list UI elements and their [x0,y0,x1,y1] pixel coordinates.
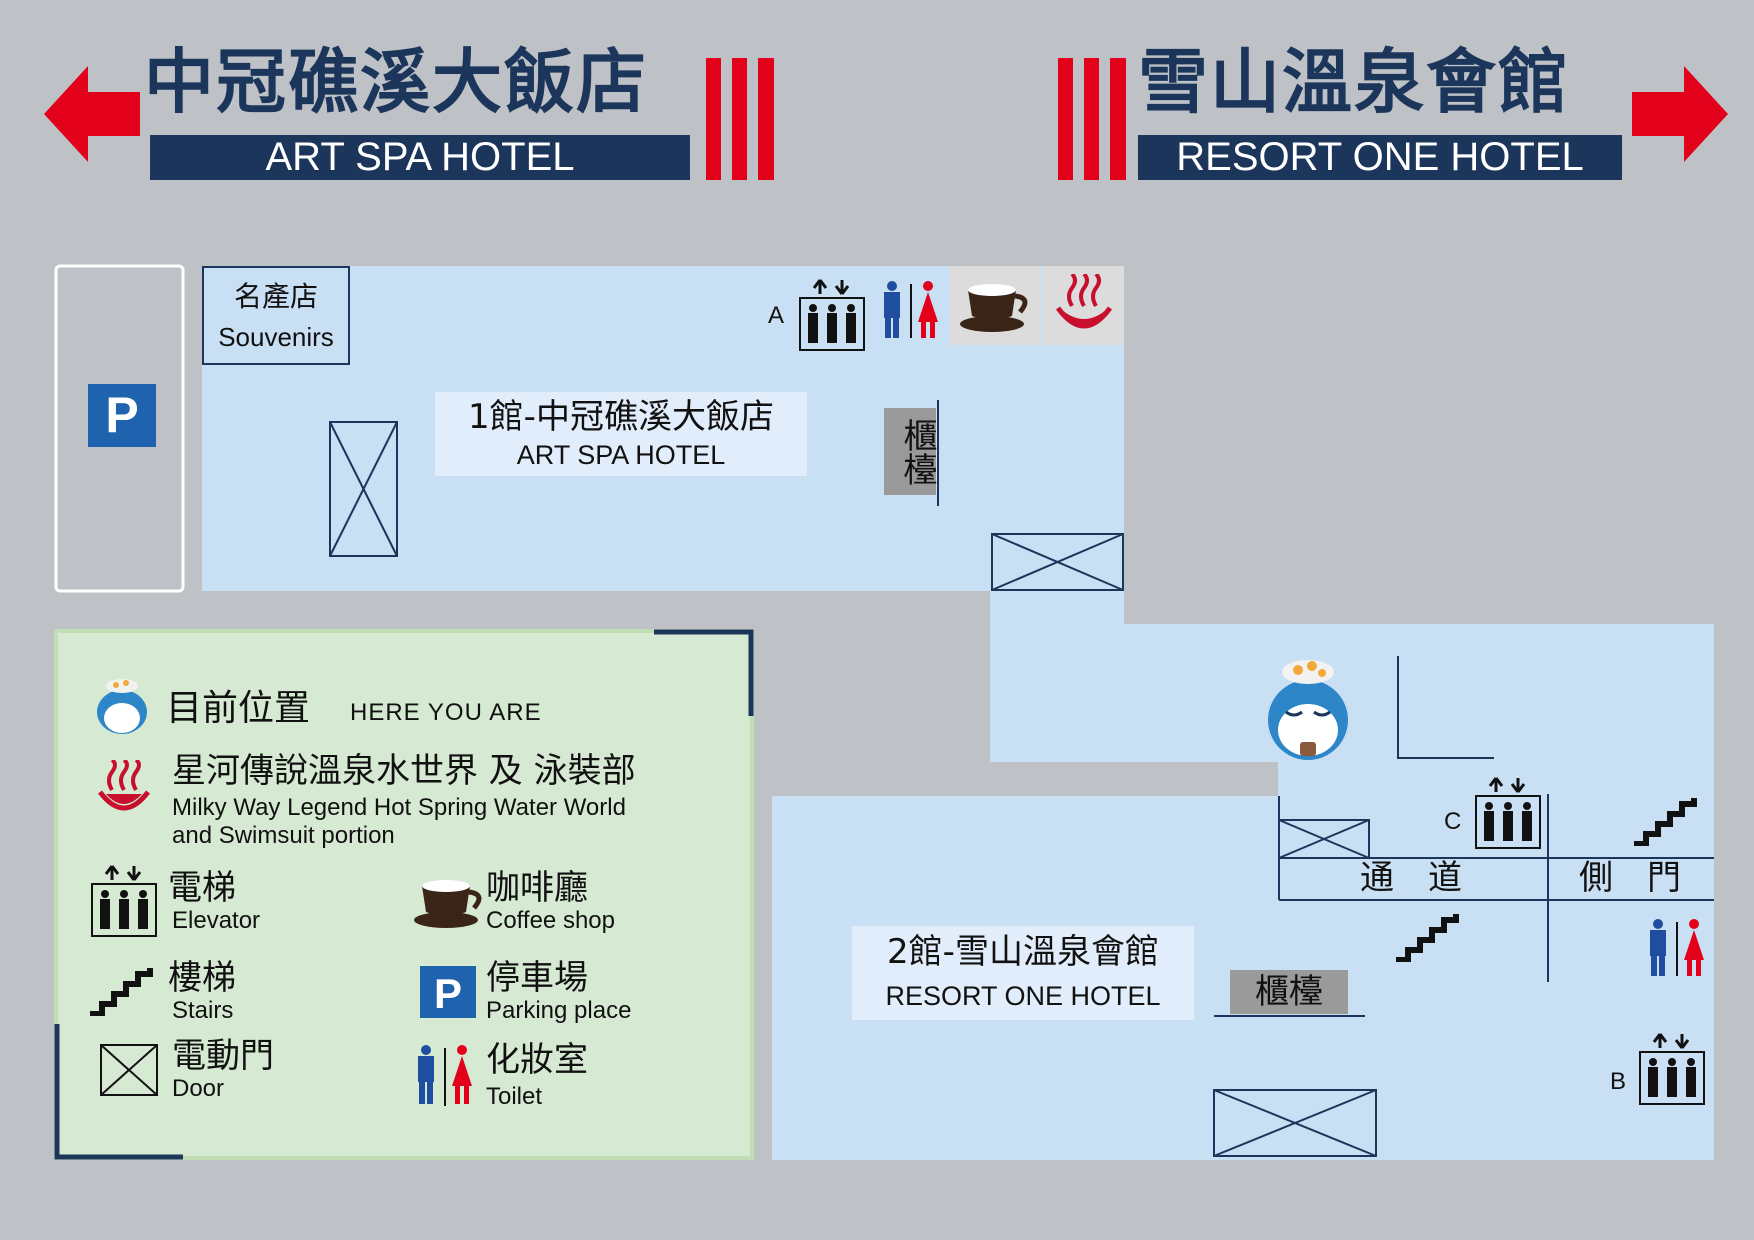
legend-stairs-zh: 樓梯 [168,958,236,998]
building1-title: 1館-中冠礁溪大飯店 [468,397,774,437]
svg-text:P: P [105,387,138,443]
legend-spring-en1: Milky Way Legend Hot Spring Water World [172,794,626,821]
souvenir-label-en: Souvenirs [218,322,334,352]
parking-lot [54,264,185,593]
building2-title: 2館-雪山溫泉會館 [887,932,1159,972]
legend-door-en: Door [172,1075,225,1102]
legend-door-zh: 電動門 [172,1036,274,1076]
building2-subtitle: RESORT ONE HOTEL [885,981,1161,1011]
counter-1-label: 櫃檯 [897,418,937,486]
legend-here [94,676,150,736]
toilet-icon [884,281,938,338]
arrow-left-icon [44,66,140,162]
legend-toilet-en: Toilet [486,1083,543,1110]
building2-walls [937,400,1714,1017]
counter-2 [1230,970,1348,1014]
souvenir-label-zh: 名產店 [233,280,318,313]
elevator-b-marker: B [1610,1068,1627,1095]
building1-label: 1館-中冠礁溪大飯店 ART SPA HOTEL [435,392,807,476]
stairs-icon [1396,914,1459,962]
legend-here-en: HERE YOU ARE [350,699,542,726]
legend-elevator-en: Elevator [172,907,261,934]
coffee-cup-icon [960,284,1028,332]
elevator-icon [799,279,865,351]
legend-coffee-en: Coffee shop [486,907,615,934]
building2-label: 2館-雪山溫泉會館 RESORT ONE HOTEL [852,926,1194,1020]
toilet-icon [418,1045,472,1106]
elevator-c-marker: C [1444,808,1462,835]
mascot-icon [1268,660,1348,760]
resort-one-title-en: RESORT ONE HOTEL [1138,135,1622,180]
door-icon [100,1044,158,1096]
elevator-a-marker: A [768,302,785,329]
parking-icon [88,384,156,447]
legend-parking-zh: 停車場 [486,958,588,998]
art-spa-title-en: ART SPA HOTEL [150,135,690,180]
hot-spring-icon [1055,274,1113,329]
side-door-label: 側 門 [1579,858,1681,898]
art-spa-title-zh: 中冠礁溪大飯店 [144,41,648,123]
elevator-icon [1475,777,1541,849]
souvenir-shop [202,266,350,365]
toilet-icon [1650,919,1704,976]
mascot-icon [97,679,147,734]
brand-stripes-left [706,58,774,180]
passage-label: 通 道 [1360,858,1462,898]
door-icon [329,421,398,557]
resort-one-title-zh: 雪山溫泉會館 [1138,41,1570,123]
legend-stairs-en: Stairs [172,997,234,1024]
elevator-icon [1639,1033,1705,1105]
parking-icon: P [420,966,476,1018]
legend-here-zh: 目前位置 [166,688,311,729]
brand-stripes-right [1058,58,1126,180]
legend-coffee-zh: 咖啡廳 [486,868,588,908]
counter-1 [884,408,936,495]
elevator-icon [91,865,157,937]
stairs-icon [90,968,153,1016]
counter-2-label: 櫃檯 [1255,972,1323,1012]
stairs-icon [1634,798,1697,846]
legend-toilet-zh: 化妝室 [486,1040,588,1080]
door-icon [991,533,1124,591]
legend-elevator-zh: 電梯 [168,868,236,908]
legend-parking-en: Parking place [486,997,632,1024]
svg-text:P: P [434,970,462,1017]
hot-spring-icon [98,760,150,811]
legend-panel [54,629,754,1160]
door-icon [1213,1089,1377,1157]
arrow-right-icon [1632,66,1728,162]
coffee-cup-icon [414,880,482,928]
legend-spring-en2: and Swimsuit portion [172,822,395,849]
legend-spring-zh: 星河傳說溫泉水世界 及 泳裝部 [172,751,636,791]
building1-subtitle: ART SPA HOTEL [516,440,726,470]
